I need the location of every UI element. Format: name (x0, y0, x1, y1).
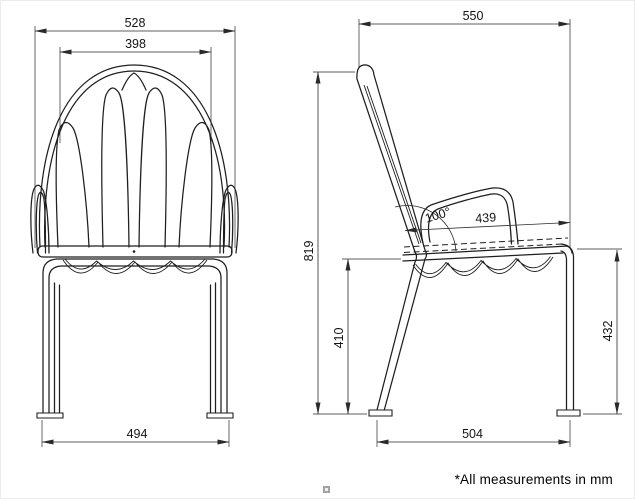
dim-front-base-width: 494 (41, 420, 230, 447)
front-frame-and-legs (42, 258, 228, 414)
dim-side-overall-depth: 550 (358, 9, 571, 247)
side-front-leg (560, 245, 575, 411)
side-backrest-and-back-leg (356, 64, 428, 412)
extension-lines (34, 26, 236, 248)
dim-side-front-height: 432 (577, 248, 622, 415)
side-armrest (420, 187, 519, 245)
dimension-value: 504 (462, 427, 483, 441)
front-view-drawing (30, 64, 239, 419)
extension-lines (358, 19, 571, 247)
dim-side-overall-height: 819 (302, 71, 367, 415)
front-foot-caps (36, 412, 234, 419)
side-seat-hidden-edges (403, 237, 569, 253)
side-foot-caps (368, 409, 581, 417)
front-seat-center-dot (132, 250, 136, 253)
extension-lines (577, 248, 622, 415)
side-view-drawing (356, 64, 581, 417)
dim-front-overall-width: 528 (34, 16, 236, 248)
dimension-value: 398 (125, 37, 146, 51)
front-seat-bar (37, 245, 233, 258)
side-scalloped-apron (412, 256, 554, 278)
front-scalloped-apron (62, 258, 208, 274)
dim-side-base-depth: 504 (376, 420, 571, 447)
dimension-line (404, 220, 571, 233)
extension-lines (313, 71, 367, 415)
extension-lines (59, 47, 212, 143)
dimension-value: 432 (601, 321, 615, 342)
measurements-note: *All measurements in mm (454, 472, 613, 487)
dimension-value: 494 (127, 427, 148, 441)
dimension-value: 819 (302, 241, 316, 262)
side-seat-frame (402, 243, 573, 262)
angle-arc (394, 205, 457, 252)
dim-side-seat-depth: 439 (404, 210, 571, 233)
small-square-artifact (323, 486, 330, 493)
front-armrests (30, 184, 239, 254)
dimension-value: 439 (475, 210, 497, 225)
dimension-value: 528 (125, 16, 146, 30)
front-backrest-arch-and-petals (38, 64, 231, 248)
dimension-value: 410 (332, 328, 346, 349)
dim-side-seat-height: 410 (332, 258, 401, 415)
side-backrest-spoke-lines (363, 84, 422, 245)
dim-front-backrest-width: 398 (59, 37, 212, 143)
dimension-value: 550 (463, 9, 484, 23)
angle-value: 100° (423, 205, 452, 226)
dim-side-backrest-angle: 100° (394, 205, 457, 252)
